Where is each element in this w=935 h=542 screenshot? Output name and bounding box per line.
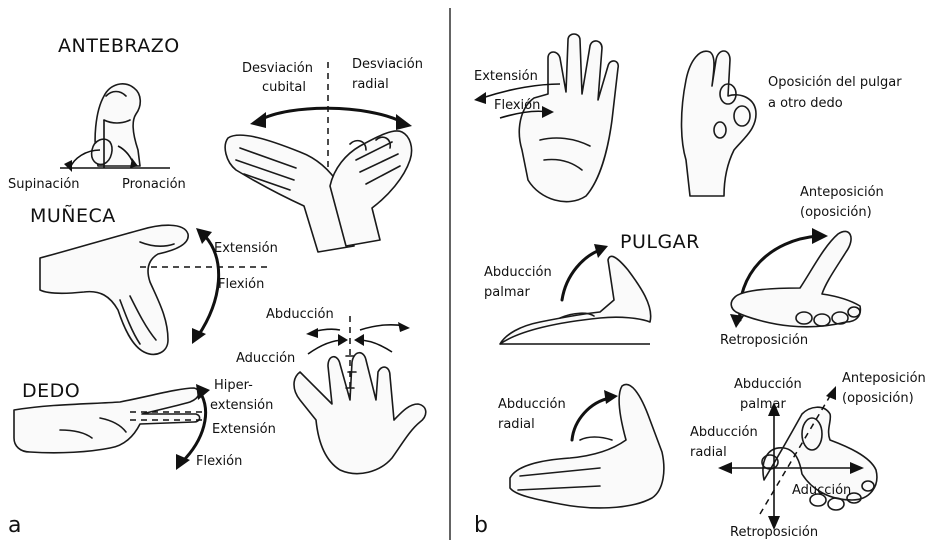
fingers-spread-group: Abducción Aducción bbox=[236, 307, 426, 474]
retroposition-label: Retroposición bbox=[720, 333, 808, 348]
anteposition-hand-illustration bbox=[731, 231, 860, 326]
forearm-title: ANTEBRAZO bbox=[58, 35, 180, 57]
compass-radial-label-1: Abducción bbox=[690, 425, 758, 440]
wrist-group: MUÑECA Extensión Flexión bbox=[30, 204, 278, 354]
opposition-label-2: a otro dedo bbox=[768, 96, 843, 111]
deviation-group: Desviación cubital Desviación radial bbox=[225, 57, 423, 252]
finger-hyperextension-label-2: extensión bbox=[210, 398, 273, 413]
finger-adduction-label: Aducción bbox=[236, 351, 295, 366]
radial-abduction-label-1: Abducción bbox=[498, 397, 566, 412]
deviation-arrow bbox=[260, 108, 402, 122]
open-hand-illustration bbox=[519, 34, 618, 202]
finger-hyperextension-label-1: Hiper- bbox=[214, 378, 253, 393]
wrist-extension-label: Extensión bbox=[214, 241, 278, 256]
wrist-title: MUÑECA bbox=[30, 204, 116, 227]
compass-retroposition-label: Retroposición bbox=[730, 525, 818, 540]
finger-group: DEDO Hiper- extensión Extensión Flexión bbox=[14, 378, 276, 470]
hand-flexion-label: Flexión bbox=[494, 98, 540, 113]
finger-extension-label: Extensión bbox=[212, 422, 276, 437]
pronation-label: Pronación bbox=[122, 177, 186, 192]
thumb-title: PULGAR bbox=[620, 231, 700, 253]
open-hand-group: Extensión Flexión bbox=[474, 34, 618, 202]
supination-label: Supinación bbox=[8, 177, 80, 192]
finger-abduction-label: Abducción bbox=[266, 307, 334, 322]
palmar-abduction-label-1: Abducción bbox=[484, 265, 552, 280]
anteposition-label-2: (oposición) bbox=[800, 205, 872, 220]
palmar-abduction-group: Abducción palmar bbox=[484, 244, 651, 344]
forearm-illustration bbox=[60, 84, 170, 168]
finger-flexion-label: Flexión bbox=[196, 454, 242, 469]
forearm-group: ANTEBRAZO Supinación Pronación bbox=[8, 35, 186, 192]
panel-b-letter: b bbox=[474, 513, 488, 538]
compass-anteposition-label-2: (oposición) bbox=[842, 391, 914, 406]
panel-b: Extensión Flexión Oposición del pulgar a… bbox=[474, 34, 926, 540]
compass-palmar-label-1: Abducción bbox=[734, 377, 802, 392]
ulnar-deviation-label-2: cubital bbox=[262, 80, 306, 95]
compass-adduction-label: Aducción bbox=[792, 483, 851, 498]
ulnar-deviation-label-1: Desviación bbox=[242, 61, 313, 76]
palmar-abduction-arrow bbox=[562, 250, 600, 300]
radial-abduction-label-2: radial bbox=[498, 417, 535, 432]
panel-a: ANTEBRAZO Supinación Pronación Desviació… bbox=[8, 35, 426, 538]
finger-title: DEDO bbox=[22, 380, 80, 402]
abduction-arrow-right bbox=[360, 325, 404, 330]
opposition-label-1: Oposición del pulgar bbox=[768, 75, 902, 90]
anteposition-label-1: Anteposición bbox=[800, 185, 884, 200]
radial-deviation-label-1: Desviación bbox=[352, 57, 423, 72]
compass-palmar-label-2: palmar bbox=[740, 397, 786, 412]
hand-extension-label: Extensión bbox=[474, 69, 538, 84]
spread-hand-illustration bbox=[294, 353, 426, 474]
radial-deviation-label-2: radial bbox=[352, 77, 389, 92]
palmar-abduction-label-2: palmar bbox=[484, 285, 530, 300]
opposition-hand-illustration bbox=[682, 51, 757, 196]
deviation-hands-illustration bbox=[225, 131, 411, 252]
compass-radial-label-2: radial bbox=[690, 445, 727, 460]
wrist-flexion-label: Flexión bbox=[218, 277, 264, 292]
thumb-compass-group: Abducción palmar Abducción radial Antepo… bbox=[690, 371, 926, 540]
compass-anteposition-label-1: Anteposición bbox=[842, 371, 926, 386]
anteposition-group: Anteposición (oposición) Retroposición bbox=[720, 185, 884, 348]
wrist-illustration bbox=[40, 225, 188, 354]
radial-abduction-group: Abducción radial bbox=[498, 384, 664, 507]
radial-abduction-arrow bbox=[572, 398, 610, 440]
panel-a-letter: a bbox=[8, 513, 21, 538]
opposition-group: Oposición del pulgar a otro dedo bbox=[682, 51, 903, 196]
